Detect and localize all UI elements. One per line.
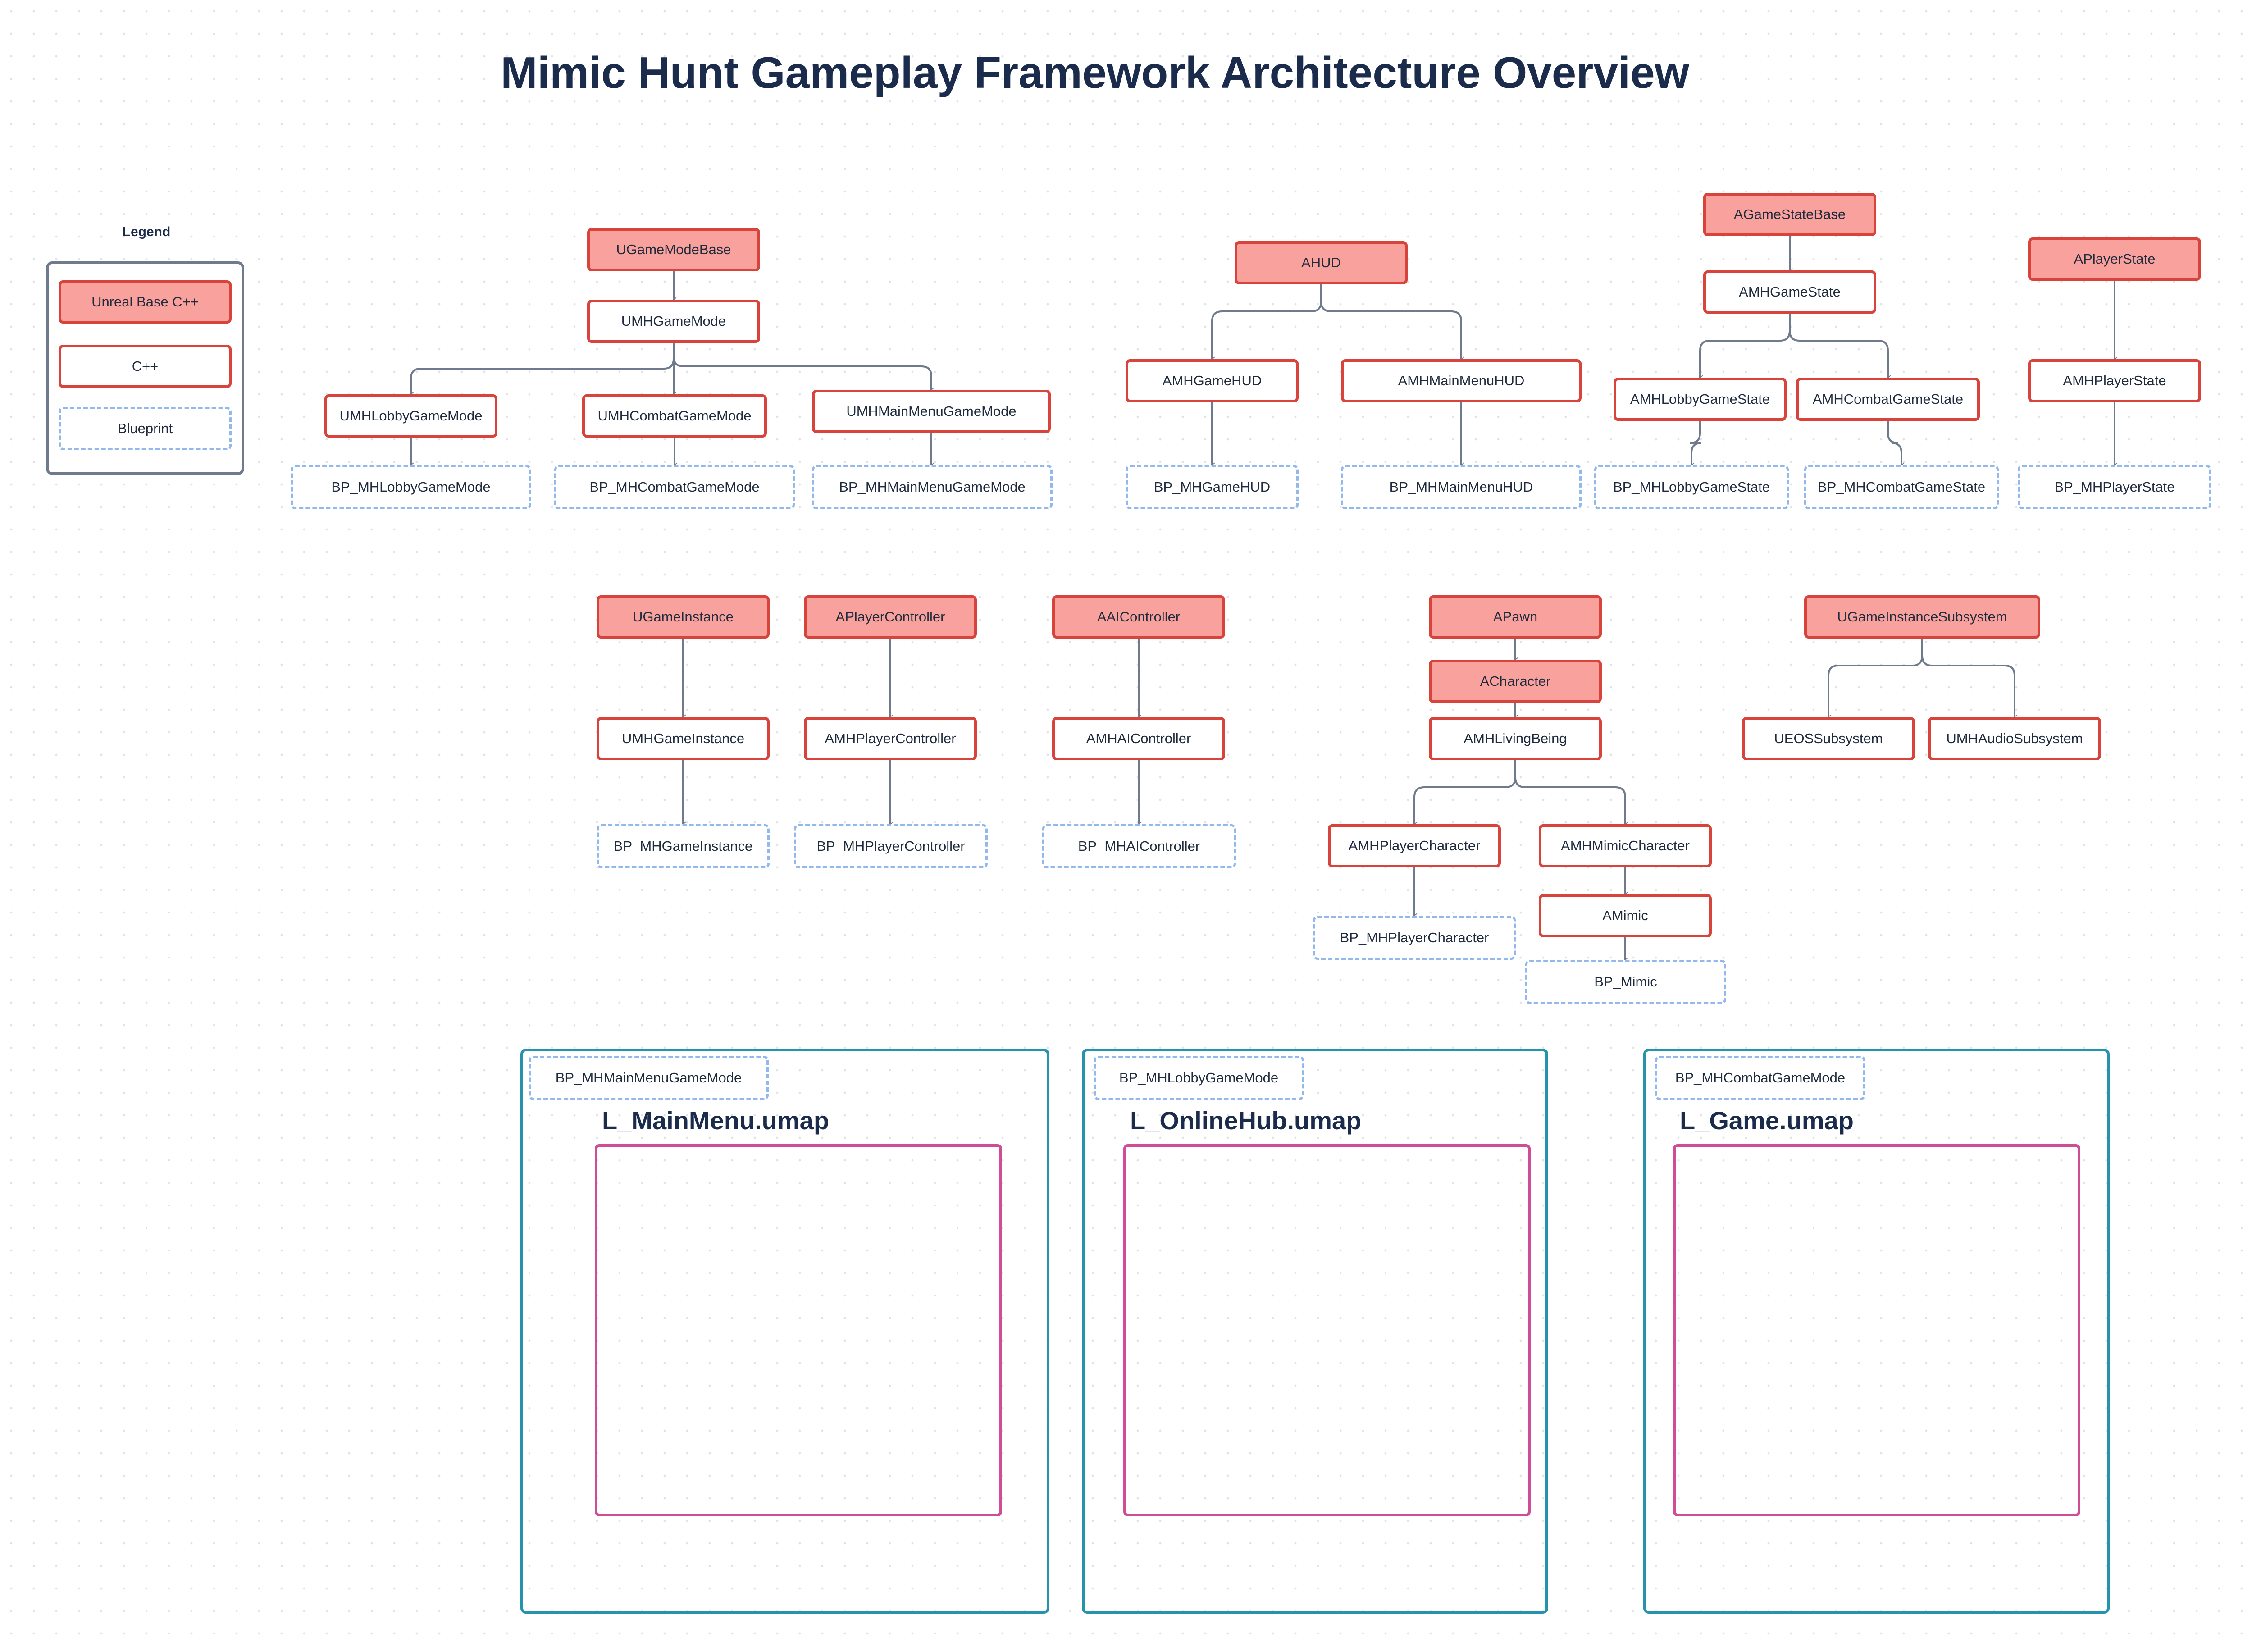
class-node-bp-mh-player-character: BP_MHPlayerCharacter	[1313, 916, 1516, 960]
edge-amh-living-being-to-amh-player-character	[1413, 760, 1516, 827]
class-node-umh-game-mode: UMHGameMode	[587, 300, 760, 343]
class-node-amh-main-menu-hud: AMHMainMenuHUD	[1341, 359, 1582, 402]
legend-title: Legend	[122, 224, 171, 239]
class-node-a-mimic: AMimic	[1539, 894, 1712, 937]
level-viewport-game	[1673, 1144, 2080, 1516]
level-game-mode-main-menu: BP_MHMainMenuGameMode	[529, 1056, 769, 1100]
level-name-game: L_Game.umap	[1680, 1106, 1854, 1135]
edge-amh-game-state-to-amh-combat-game-state	[1789, 314, 1891, 380]
level-name-main-menu: L_MainMenu.umap	[602, 1106, 830, 1135]
legend-item-cpp: C++	[59, 345, 232, 388]
class-node-umh-game-instance: UMHGameInstance	[597, 717, 770, 760]
class-node-amhai-controller: AMHAIController	[1052, 717, 1225, 760]
class-node-a-player-state: APlayerState	[2028, 237, 2201, 281]
level-frame-main-menu	[520, 1049, 1049, 1614]
class-node-a-game-state-base: AGameStateBase	[1703, 193, 1876, 236]
class-node-umh-audio-subsystem: UMHAudioSubsystem	[1928, 717, 2101, 760]
class-node-bp-mh-player-controller: BP_MHPlayerController	[794, 824, 988, 868]
level-name-online-hub: L_OnlineHub.umap	[1130, 1106, 1362, 1135]
class-node-u-game-instance-subsystem: UGameInstanceSubsystem	[1804, 595, 2040, 639]
class-node-bp-mh-combat-game-state: BP_MHCombatGameState	[1804, 465, 1999, 509]
class-node-ahud: AHUD	[1235, 241, 1408, 284]
edge-amh-game-state-to-amh-lobby-game-state	[1699, 314, 1791, 380]
class-node-umh-combat-game-mode: UMHCombatGameMode	[582, 394, 767, 438]
class-node-bp-mh-player-state: BP_MHPlayerState	[2018, 465, 2211, 509]
edge-amh-combat-game-state-to-bp-mh-combat-game-state	[1887, 421, 1905, 468]
class-node-amh-game-state: AMHGameState	[1703, 270, 1876, 314]
class-node-amh-player-state: AMHPlayerState	[2028, 359, 2201, 402]
class-node-u-game-instance: UGameInstance	[597, 595, 770, 639]
level-frame-game	[1643, 1049, 2110, 1614]
class-node-aai-controller: AAIController	[1052, 595, 1225, 639]
class-node-umh-main-menu-game-mode: UMHMainMenuGameMode	[812, 390, 1051, 433]
edge-ahud-to-amh-main-menu-hud	[1320, 284, 1464, 362]
class-node-amh-player-character: AMHPlayerCharacter	[1328, 824, 1501, 867]
class-node-bp-mh-main-menu-hud: BP_MHMainMenuHUD	[1341, 465, 1582, 509]
class-node-amh-living-being: AMHLivingBeing	[1429, 717, 1602, 760]
class-node-bp-mh-lobby-game-mode: BP_MHLobbyGameMode	[291, 465, 531, 509]
class-node-a-pawn: APawn	[1429, 595, 1602, 639]
class-node-bp-mh-game-instance: BP_MHGameInstance	[597, 824, 770, 868]
class-node-a-player-controller: APlayerController	[804, 595, 977, 639]
level-game-mode-online-hub: BP_MHLobbyGameMode	[1094, 1056, 1304, 1100]
level-viewport-online-hub	[1123, 1144, 1531, 1516]
edge-umh-game-mode-to-umh-lobby-game-mode	[410, 343, 675, 397]
class-node-bp-mh-combat-game-mode: BP_MHCombatGameMode	[554, 465, 795, 509]
class-node-amh-mimic-character: AMHMimicCharacter	[1539, 824, 1712, 867]
class-node-amh-game-hud: AMHGameHUD	[1126, 359, 1299, 402]
level-game-mode-game: BP_MHCombatGameMode	[1655, 1056, 1865, 1100]
class-node-amh-combat-game-state: AMHCombatGameState	[1796, 378, 1980, 421]
class-node-amh-player-controller: AMHPlayerController	[804, 717, 977, 760]
class-node-ueos-subsystem: UEOSSubsystem	[1742, 717, 1915, 760]
edge-umh-game-mode-to-umh-main-menu-game-mode	[673, 343, 935, 392]
legend-item-unreal-base: Unreal Base C++	[59, 280, 232, 324]
class-node-bp-mimic: BP_Mimic	[1525, 960, 1726, 1004]
class-node-u-game-mode-base: UGameModeBase	[587, 228, 760, 271]
edge-u-game-instance-subsystem-to-ueos-subsystem	[1828, 639, 1923, 720]
level-frame-online-hub	[1082, 1049, 1548, 1614]
edge-u-game-instance-subsystem-to-umh-audio-subsystem	[1921, 639, 2018, 720]
class-node-a-character: ACharacter	[1429, 660, 1602, 703]
legend-item-blueprint: Blueprint	[59, 407, 232, 450]
class-node-umh-lobby-game-mode: UMHLobbyGameMode	[324, 394, 497, 438]
class-node-bp-mh-game-hud: BP_MHGameHUD	[1126, 465, 1299, 509]
class-node-bp-mh-lobby-game-state: BP_MHLobbyGameState	[1594, 465, 1789, 509]
edge-ahud-to-amh-game-hud	[1211, 284, 1322, 362]
class-node-bp-mh-main-menu-game-mode: BP_MHMainMenuGameMode	[812, 465, 1053, 509]
page-title: Mimic Hunt Gameplay Framework Architectu…	[501, 48, 1689, 97]
edge-amh-lobby-game-state-to-bp-mh-lobby-game-state	[1690, 421, 1702, 468]
edge-amh-living-being-to-amh-mimic-character	[1514, 760, 1628, 827]
level-viewport-main-menu	[595, 1144, 1002, 1516]
class-node-bp-mhai-controller: BP_MHAIController	[1042, 824, 1236, 868]
class-node-amh-lobby-game-state: AMHLobbyGameState	[1614, 378, 1787, 421]
